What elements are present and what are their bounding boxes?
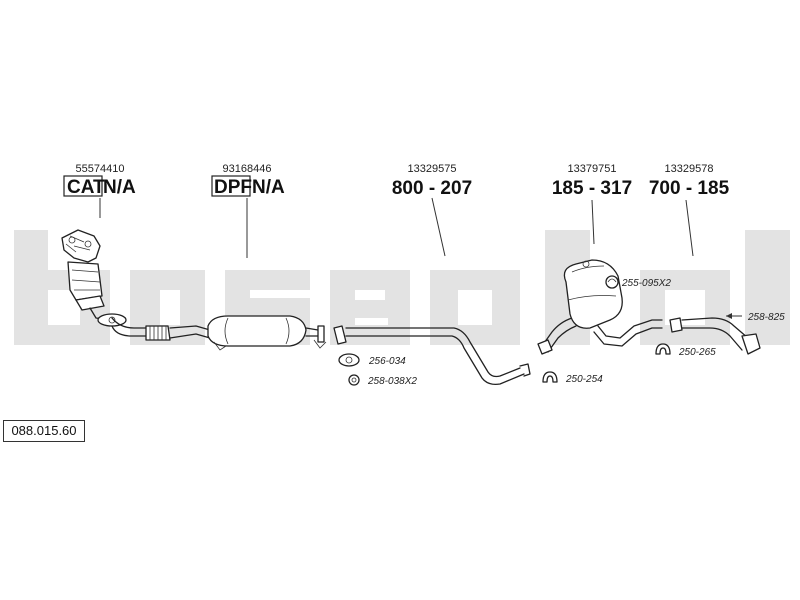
accessory-256-034[interactable]: 256-034 [368, 356, 406, 367]
tail-pipe-leader-line [685, 199, 694, 257]
clamp-icon-2 [655, 343, 671, 355]
label-cat[interactable]: 55574410 CAT N/A [63, 163, 136, 198]
front-pipe-leader-line [431, 197, 446, 257]
arrow-icon [726, 313, 742, 319]
intermediate-pipe [111, 317, 211, 341]
dpf-code: N/A [252, 177, 285, 198]
cat-code: N/A [103, 177, 136, 198]
tail-pipe-code: 700 - 185 [649, 178, 730, 199]
middle-silencer-leader-line [591, 199, 595, 245]
nut-icon [348, 374, 360, 386]
front-pipe-code: 800 - 207 [392, 178, 472, 199]
accessory-250-254[interactable]: 250-254 [565, 374, 603, 385]
front-pipe-oem-number: 13329575 [408, 163, 457, 175]
front-pipe [333, 325, 531, 386]
dpf-tag: DPF [214, 177, 252, 198]
label-front-pipe[interactable]: 13329575 800 - 207 [392, 163, 472, 199]
label-tail-pipe[interactable]: 13329578 700 - 185 [649, 163, 730, 199]
tail-pipe [669, 317, 761, 355]
accessory-250-265[interactable]: 250-265 [678, 347, 716, 358]
cat-tag: CAT [67, 177, 105, 198]
cat-tag-box [63, 175, 103, 197]
tail-pipe-oem-number: 13329578 [665, 163, 714, 175]
diagram-reference-number: 088.015.60 [3, 420, 85, 442]
middle-silencer-code: 185 - 317 [552, 178, 632, 199]
middle-silencer-oem-number: 13379751 [568, 163, 617, 175]
dpf-oem-number: 93168446 [223, 163, 272, 175]
clamp-icon [542, 371, 558, 383]
label-middle-silencer[interactable]: 13379751 185 - 317 [552, 163, 632, 199]
label-dpf[interactable]: 93168446 DPF N/A [211, 163, 285, 198]
dpf-tag-box [211, 175, 251, 197]
hanger-icon [605, 275, 619, 289]
accessory-258-038[interactable]: 258-038X2 [367, 376, 417, 387]
cat-oem-number: 55574410 [76, 163, 125, 175]
catalytic-converter [61, 229, 127, 327]
accessory-258-825[interactable]: 258-825 [747, 312, 785, 323]
diesel-particulate-filter [207, 315, 327, 351]
gasket-icon [338, 353, 360, 367]
accessory-255-095[interactable]: 255-095X2 [621, 278, 671, 289]
